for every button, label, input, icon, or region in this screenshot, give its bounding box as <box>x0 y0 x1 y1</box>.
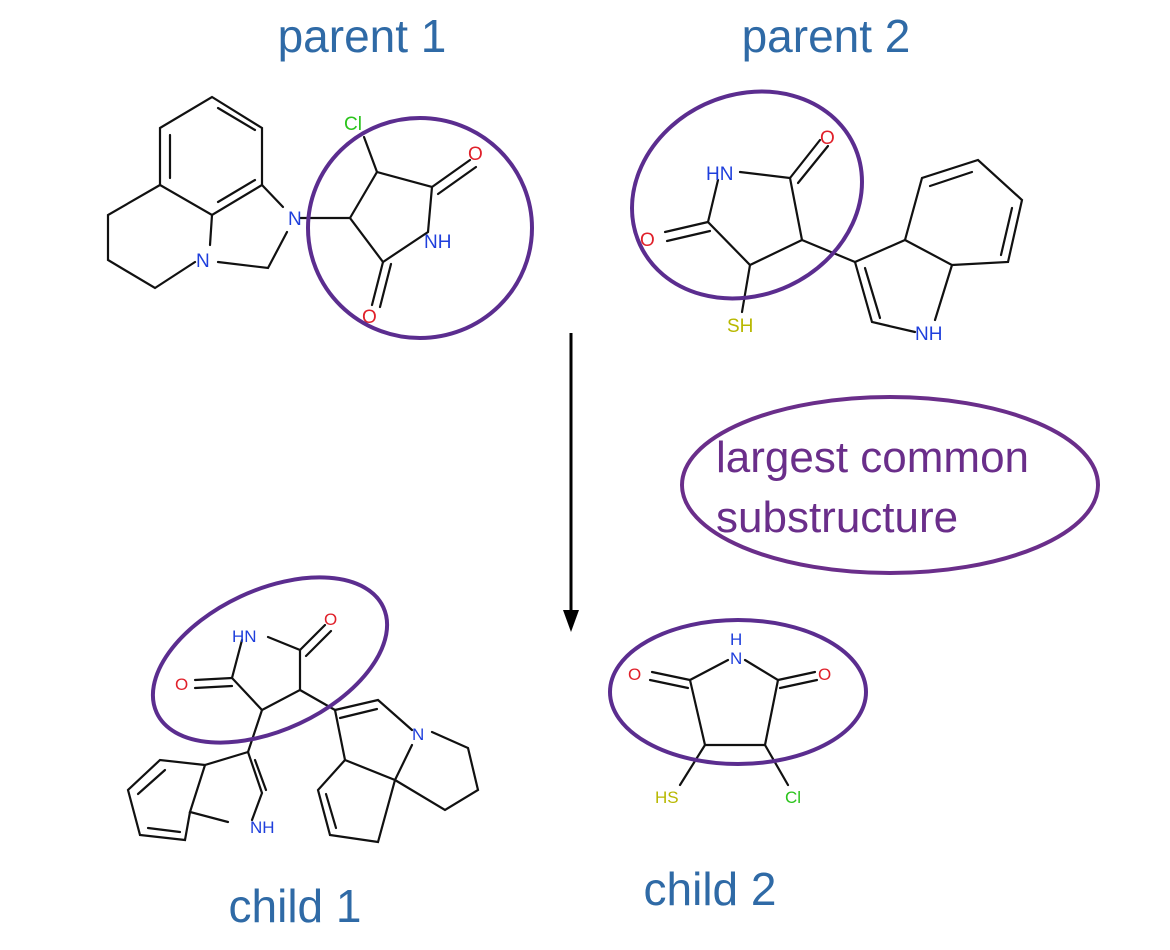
atom-o: O <box>468 144 483 165</box>
mcs-caption: largest common substructure <box>680 395 1100 575</box>
highlight-ellipse <box>630 89 864 301</box>
atom-o: O <box>324 610 337 629</box>
caption-line-2: substructure <box>716 493 958 542</box>
atom-n: N <box>730 649 742 668</box>
parent-2-molecule: HN O O SH NH <box>630 89 1024 345</box>
atom-nh: NH <box>915 324 942 345</box>
atom-nh: NH <box>250 818 275 837</box>
atom-sh: SH <box>727 316 753 337</box>
child-1-title: child 1 <box>229 880 362 932</box>
child-1-molecule: HN O O NH N <box>126 575 480 844</box>
parent-2-title: parent 2 <box>742 10 911 62</box>
reaction-arrow <box>563 333 579 632</box>
atom-hn: HN <box>706 164 733 185</box>
child-2-title: child 2 <box>644 863 777 915</box>
atom-o: O <box>640 230 655 251</box>
atom-cl: Cl <box>344 114 362 135</box>
parent-1-molecule: N N Cl O NH O <box>106 95 534 340</box>
atom-h: H <box>730 630 742 649</box>
parent-1-title: parent 1 <box>278 10 447 62</box>
caption-line-1: largest common <box>716 433 1029 482</box>
atom-o: O <box>175 675 188 694</box>
atom-hn: HN <box>232 627 257 646</box>
highlight-ellipse <box>150 575 390 745</box>
atom-cl: Cl <box>785 788 801 807</box>
child-2-molecule: H N O O HS Cl <box>608 618 868 807</box>
atom-o: O <box>818 665 831 684</box>
atom-n: N <box>196 251 210 272</box>
atom-nh: NH <box>424 232 451 253</box>
atom-n: N <box>288 209 302 230</box>
highlight-ellipse <box>608 618 868 766</box>
atom-o: O <box>820 128 835 149</box>
atom-hs: HS <box>655 788 679 807</box>
atom-o: O <box>628 665 641 684</box>
atom-n: N <box>412 725 424 744</box>
highlight-ellipse <box>306 116 534 340</box>
caption-ellipse <box>680 395 1100 575</box>
